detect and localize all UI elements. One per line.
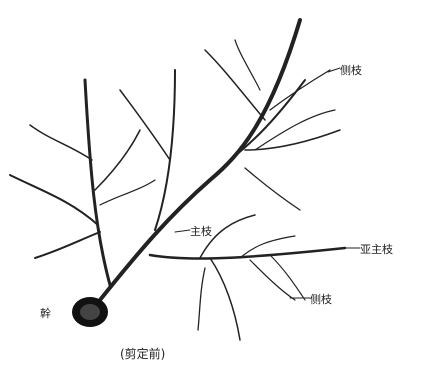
- label-side-branch-top: 侧枝: [340, 65, 362, 76]
- label-sub-main-branch: 亚主枝: [360, 244, 393, 255]
- diagram-caption: (剪定前): [120, 348, 165, 360]
- sub-main-branch-line: [150, 248, 345, 259]
- label-main-branch: 主枝: [190, 226, 212, 237]
- trunk-cut-inner: [80, 304, 100, 320]
- leader-main: [175, 230, 190, 232]
- label-side-branch-bottom: 侧枝: [310, 294, 332, 305]
- left-branch-line: [85, 80, 110, 285]
- label-trunk: 幹: [40, 308, 51, 319]
